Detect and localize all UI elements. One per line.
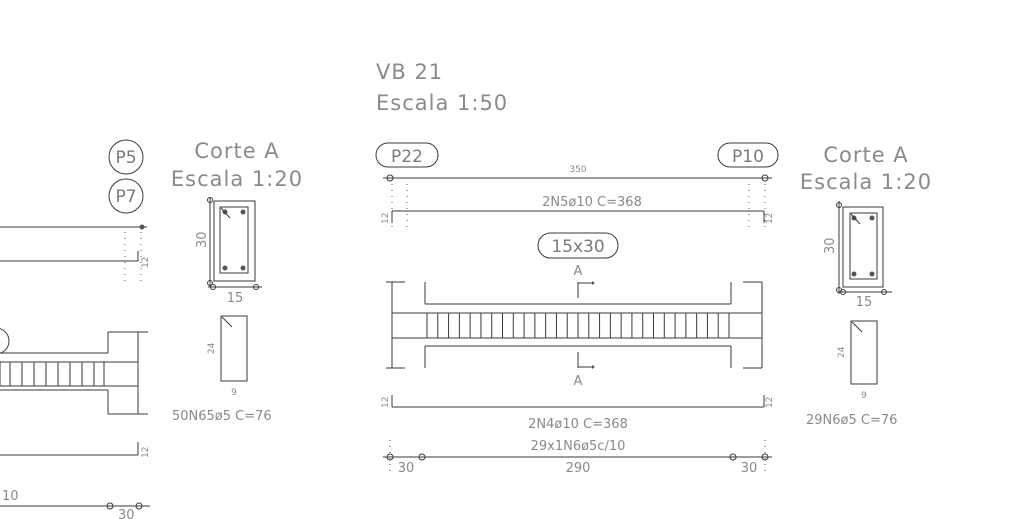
section-stirrup	[219, 206, 249, 274]
stirrup-spec: 50N65ø5 C=76	[172, 409, 272, 424]
rebar-dot	[240, 209, 246, 215]
section-outline	[213, 200, 256, 282]
hook-label-left: 12	[381, 213, 391, 224]
hook-label-right-bottom: 12	[765, 397, 775, 408]
section-height-label: 30	[195, 231, 210, 248]
section-scale-right: Escala 1:20	[800, 170, 932, 194]
bottom-bar-label: 2N4ø10 C=368	[528, 417, 628, 432]
right-section-view: Corte A Escala 1:20 30 15 24 9 29N6ø5 C=…	[800, 143, 932, 428]
stirrup-width-label: 9	[231, 388, 237, 398]
section-stirrup-right	[849, 212, 878, 280]
section-outline-right	[842, 206, 884, 288]
support-circle-p7	[108, 178, 144, 214]
section-size-label: 15x30	[551, 237, 604, 257]
rebar-dot	[869, 271, 875, 277]
dim-left-label: 30	[398, 461, 415, 476]
dim-circle	[836, 202, 842, 208]
dim-circle	[207, 197, 213, 203]
section-width-label-right: 15	[856, 295, 873, 310]
support-tag-p22	[375, 142, 439, 168]
dim-circle	[135, 502, 143, 510]
left-beam-partial: P5 P7 12	[0, 139, 151, 519]
support-label-p7: P7	[115, 187, 136, 207]
rebar-dot	[222, 265, 228, 271]
section-title-right: Corte A	[823, 143, 908, 167]
stirrup-hook	[221, 316, 233, 328]
left-section-view: Corte A Escala 1:20 30 15 24 9 50N65ø5 C…	[171, 139, 303, 424]
section-title: Corte A	[194, 139, 279, 163]
dim-mid-label: 290	[566, 461, 591, 476]
dim-circle	[761, 453, 769, 461]
beam-elevation	[386, 281, 763, 369]
stirrup-spec-right: 29N6ø5 C=76	[806, 413, 897, 428]
dim-right-label: 30	[741, 461, 758, 476]
bottom-dim-end: 30	[118, 508, 135, 519]
cut-mark-bottom: A	[574, 374, 583, 389]
dim-circle	[729, 453, 737, 461]
section-size-tag	[537, 232, 619, 259]
cut-mark-top: A	[574, 264, 583, 279]
beam-scale: Escala 1:50	[376, 91, 508, 115]
dim-circle	[207, 280, 213, 286]
beam-stirrups	[426, 313, 730, 338]
beam-title: VB 21	[376, 60, 443, 84]
section-width-label: 15	[227, 291, 244, 306]
dim-circle	[761, 174, 769, 182]
hook-label-left-bottom: 12	[381, 397, 391, 408]
stirrup-detail	[220, 315, 248, 382]
left-stirrups	[9, 362, 105, 386]
dim-circle	[418, 453, 426, 461]
stirrup-height-label-right: 24	[837, 346, 847, 358]
dim-circle	[253, 284, 259, 290]
hook-label-right: 12	[765, 213, 775, 224]
support-label-p10: P10	[732, 147, 764, 167]
bar-end-dot	[139, 224, 145, 230]
hook-mark-2: 12	[141, 447, 151, 458]
main-beam-view: VB 21 Escala 1:50 P22 P10 350 2N5ø10 C=3…	[375, 60, 779, 476]
support-circle-p5	[108, 139, 144, 175]
support-label-p5: P5	[115, 148, 136, 168]
stirrup-hook	[850, 213, 861, 225]
cut-arrowhead	[592, 365, 595, 369]
bottom-dim-value: 10	[2, 489, 19, 504]
dim-circle	[386, 174, 394, 182]
dim-circle	[210, 284, 216, 290]
dim-circle	[386, 453, 394, 461]
dim-circle	[881, 289, 887, 295]
rebar-dot	[869, 215, 875, 221]
rebar-dot	[851, 271, 857, 277]
section-scale: Escala 1:20	[171, 167, 303, 191]
span-label: 350	[569, 165, 586, 175]
hook-mark-1: 12	[141, 257, 151, 268]
stirrup-width-label-right: 9	[861, 391, 867, 401]
stirrup-hook	[851, 321, 863, 333]
support-label-p22: P22	[391, 147, 423, 167]
dim-circle	[840, 289, 846, 295]
beam-core	[0, 361, 139, 387]
stirrup-height-label: 24	[207, 342, 217, 354]
cut-arrowhead	[592, 281, 595, 285]
top-bar-label: 2N5ø10 C=368	[542, 195, 642, 210]
support-tag-p10	[717, 142, 779, 168]
stirrup-detail-right	[850, 320, 878, 385]
section-tag-circle	[0, 328, 10, 354]
stirrup-hook	[220, 207, 231, 219]
dim-circle	[106, 502, 114, 510]
rebar-dot	[240, 265, 246, 271]
stirrup-distribution-label: 29x1N6ø5c/10	[531, 439, 626, 454]
section-height-label-right: 30	[823, 237, 838, 254]
